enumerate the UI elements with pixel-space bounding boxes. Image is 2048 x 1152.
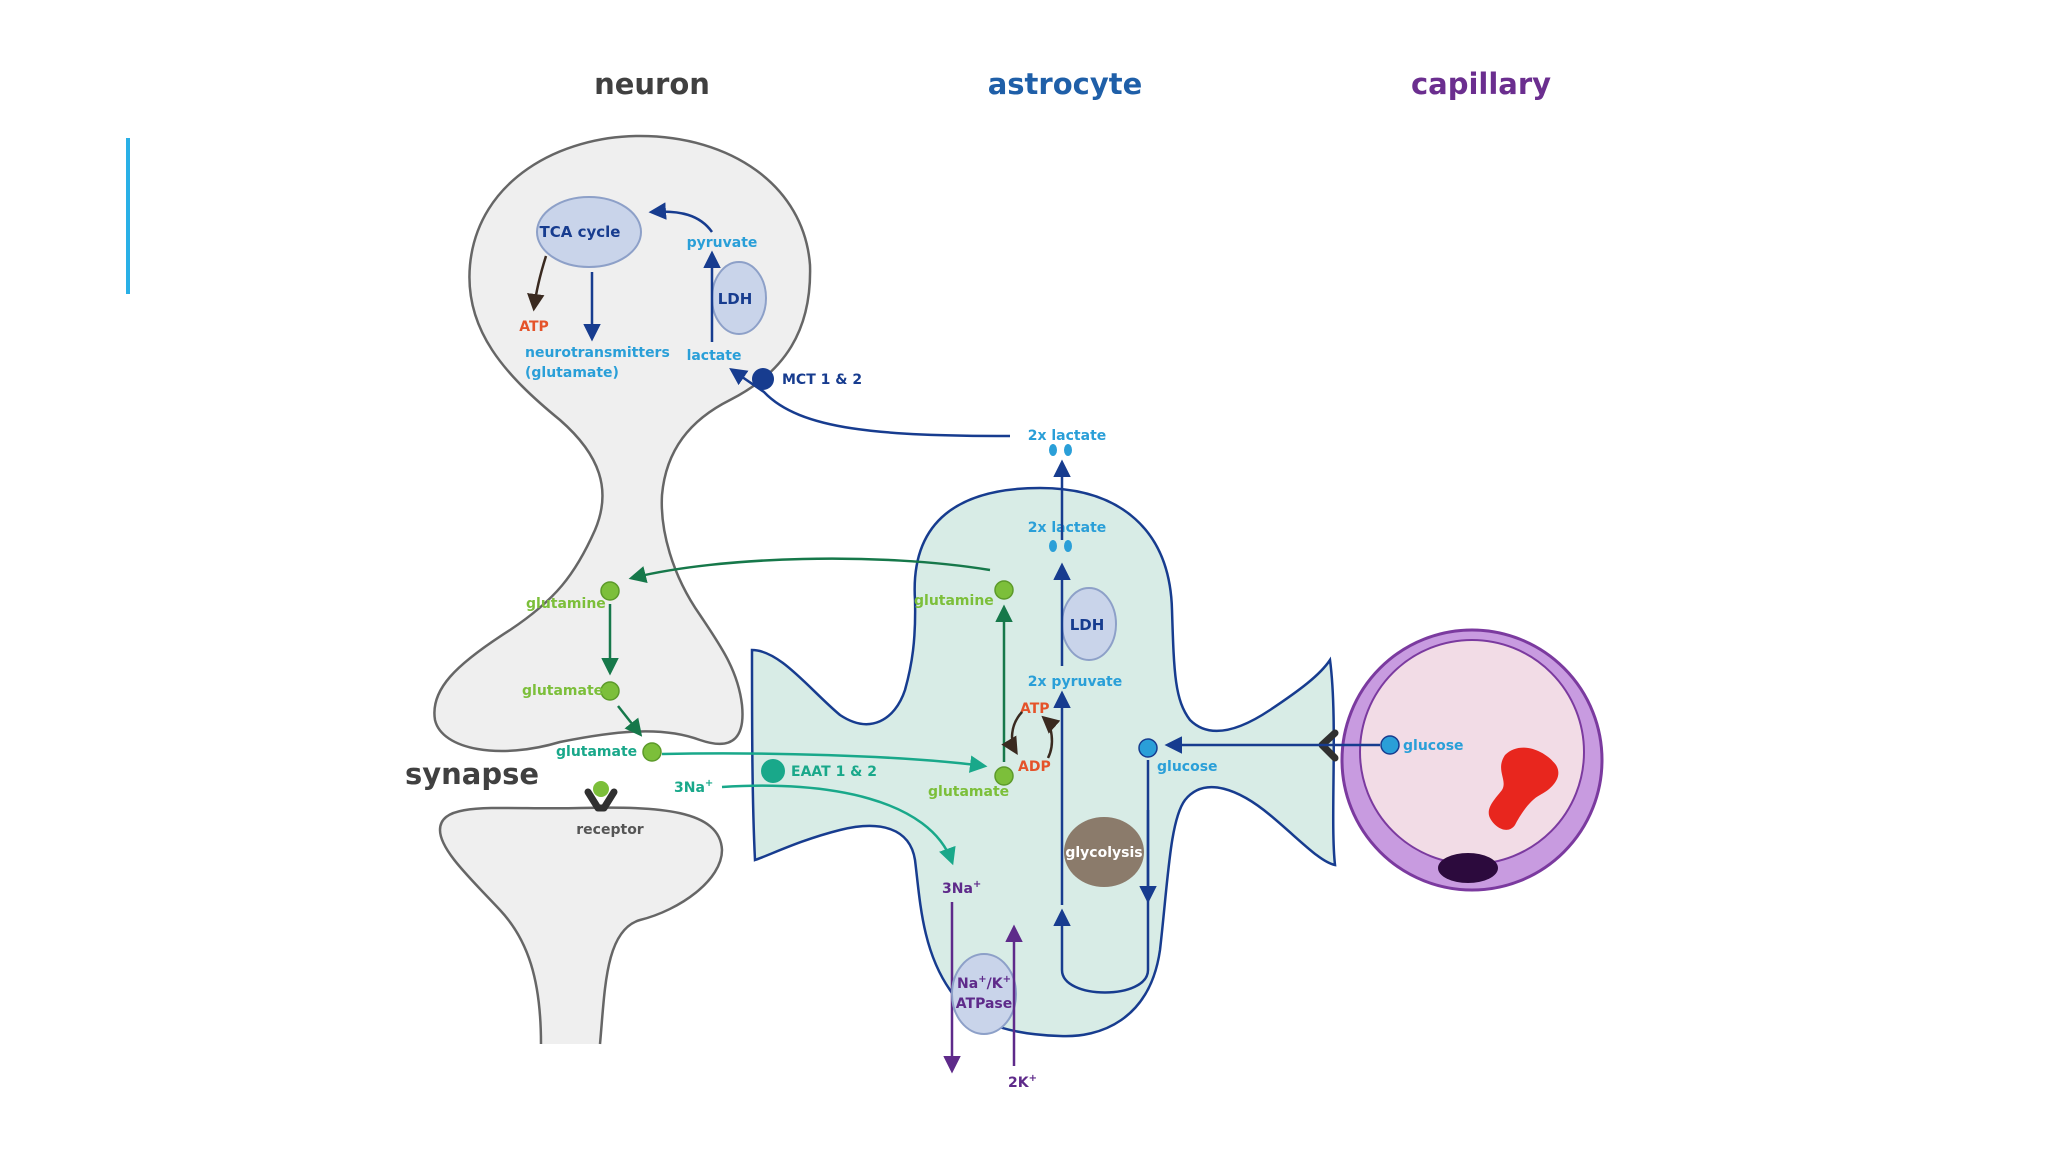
neuron-ldh-label: LDH xyxy=(718,290,753,308)
neurotransmitters-label: neurotransmitters xyxy=(525,345,670,361)
neuron-pyruvate-label: pyruvate xyxy=(687,235,758,251)
pyruvate-2x-label: 2x pyruvate xyxy=(1028,674,1122,690)
capillary-glucose-label: glucose xyxy=(1403,738,1464,754)
lactate-2x-inner-label: 2x lactate xyxy=(1028,520,1107,536)
synapse-label: synapse xyxy=(405,757,539,791)
astro-glucose-dot xyxy=(1138,738,1158,758)
astro-atp-label: ATP xyxy=(1020,701,1050,717)
na3-out-label: 3Na+ xyxy=(942,879,981,897)
glycolysis-label: glycolysis xyxy=(1065,845,1142,861)
astro-glutamine-label: glutamine xyxy=(914,593,994,609)
astro-adp-label: ADP xyxy=(1018,759,1051,775)
astrocyte-cell xyxy=(750,486,1337,1038)
arrow-sodium-influx xyxy=(721,784,956,866)
arrow-pyruvate-to-tca xyxy=(648,202,714,233)
slide-accent-bar xyxy=(126,138,130,294)
astro-glutamine-dot xyxy=(994,580,1014,600)
neuron-glutamine-label: glutamine xyxy=(526,596,606,612)
neuron-atp-label: ATP xyxy=(519,319,549,335)
lactate-inner-dot-2 xyxy=(1064,540,1072,552)
eaat-transporter xyxy=(761,759,785,783)
neuron-glutamate-label: glutamate xyxy=(522,683,603,699)
postsynaptic-neuron xyxy=(438,806,724,1045)
arrow-glutamine-to-neuron xyxy=(628,557,991,584)
neuron-glutamate-dot xyxy=(600,681,620,701)
arrow-glutamate-uptake xyxy=(661,752,988,773)
lactate-outer-dot-1 xyxy=(1049,444,1057,456)
tca-cycle-label: TCA cycle xyxy=(540,223,621,241)
na-k-atpase-label-1: Na+/K+ xyxy=(957,974,1011,992)
arrow-glycolysis-loop xyxy=(1053,810,1150,994)
header-capillary: capillary xyxy=(1411,67,1551,101)
header-astrocyte: astrocyte xyxy=(988,67,1143,101)
lactate-2x-outer-label: 2x lactate xyxy=(1028,428,1107,444)
lactate-outer-dot-2 xyxy=(1064,444,1072,456)
k2-label: 2K+ xyxy=(1008,1073,1037,1091)
red-blood-cell xyxy=(1488,747,1559,830)
arrow-atp-to-adp xyxy=(1001,711,1023,756)
synapse-glutamate-dot xyxy=(642,742,662,762)
receptor-icon xyxy=(584,788,618,812)
glutamate-paren-label: (glutamate) xyxy=(525,365,619,381)
astro-glutamate-dot xyxy=(994,766,1014,786)
astro-glucose-label: glucose xyxy=(1157,759,1218,775)
receptor-bound-glutamate xyxy=(593,781,609,797)
na-k-atpase-label-2: ATPase xyxy=(956,996,1012,1012)
tca-cycle-oval xyxy=(536,196,642,268)
capillary-glucose-dot xyxy=(1380,735,1400,755)
arrow-glutamate-release xyxy=(617,705,643,737)
mct-label: MCT 1 & 2 xyxy=(782,372,862,388)
eaat-label: EAAT 1 & 2 xyxy=(791,764,877,780)
arrow-tca-to-atp xyxy=(527,255,548,312)
endothelial-nucleus xyxy=(1438,853,1498,883)
neuron-glutamine-dot xyxy=(600,581,620,601)
glycolysis-oval xyxy=(1064,817,1144,887)
neuron-lactate-label: lactate xyxy=(687,348,742,364)
receptor-label: receptor xyxy=(576,822,644,838)
astro-glutamate-label: glutamate xyxy=(928,784,1009,800)
lactate-inner-dot-1 xyxy=(1049,540,1057,552)
na-k-atpase-oval xyxy=(951,953,1017,1035)
synapse-glutamate-label: glutamate xyxy=(556,744,637,760)
arrow-lactate-shuttle xyxy=(729,368,1011,438)
astro-ldh-label: LDH xyxy=(1070,616,1105,634)
header-neuron: neuron xyxy=(594,67,710,101)
arrow-adp-to-atp xyxy=(1041,715,1061,759)
na3-in-label: 3Na+ xyxy=(674,778,713,796)
mct-transporter xyxy=(752,368,774,390)
